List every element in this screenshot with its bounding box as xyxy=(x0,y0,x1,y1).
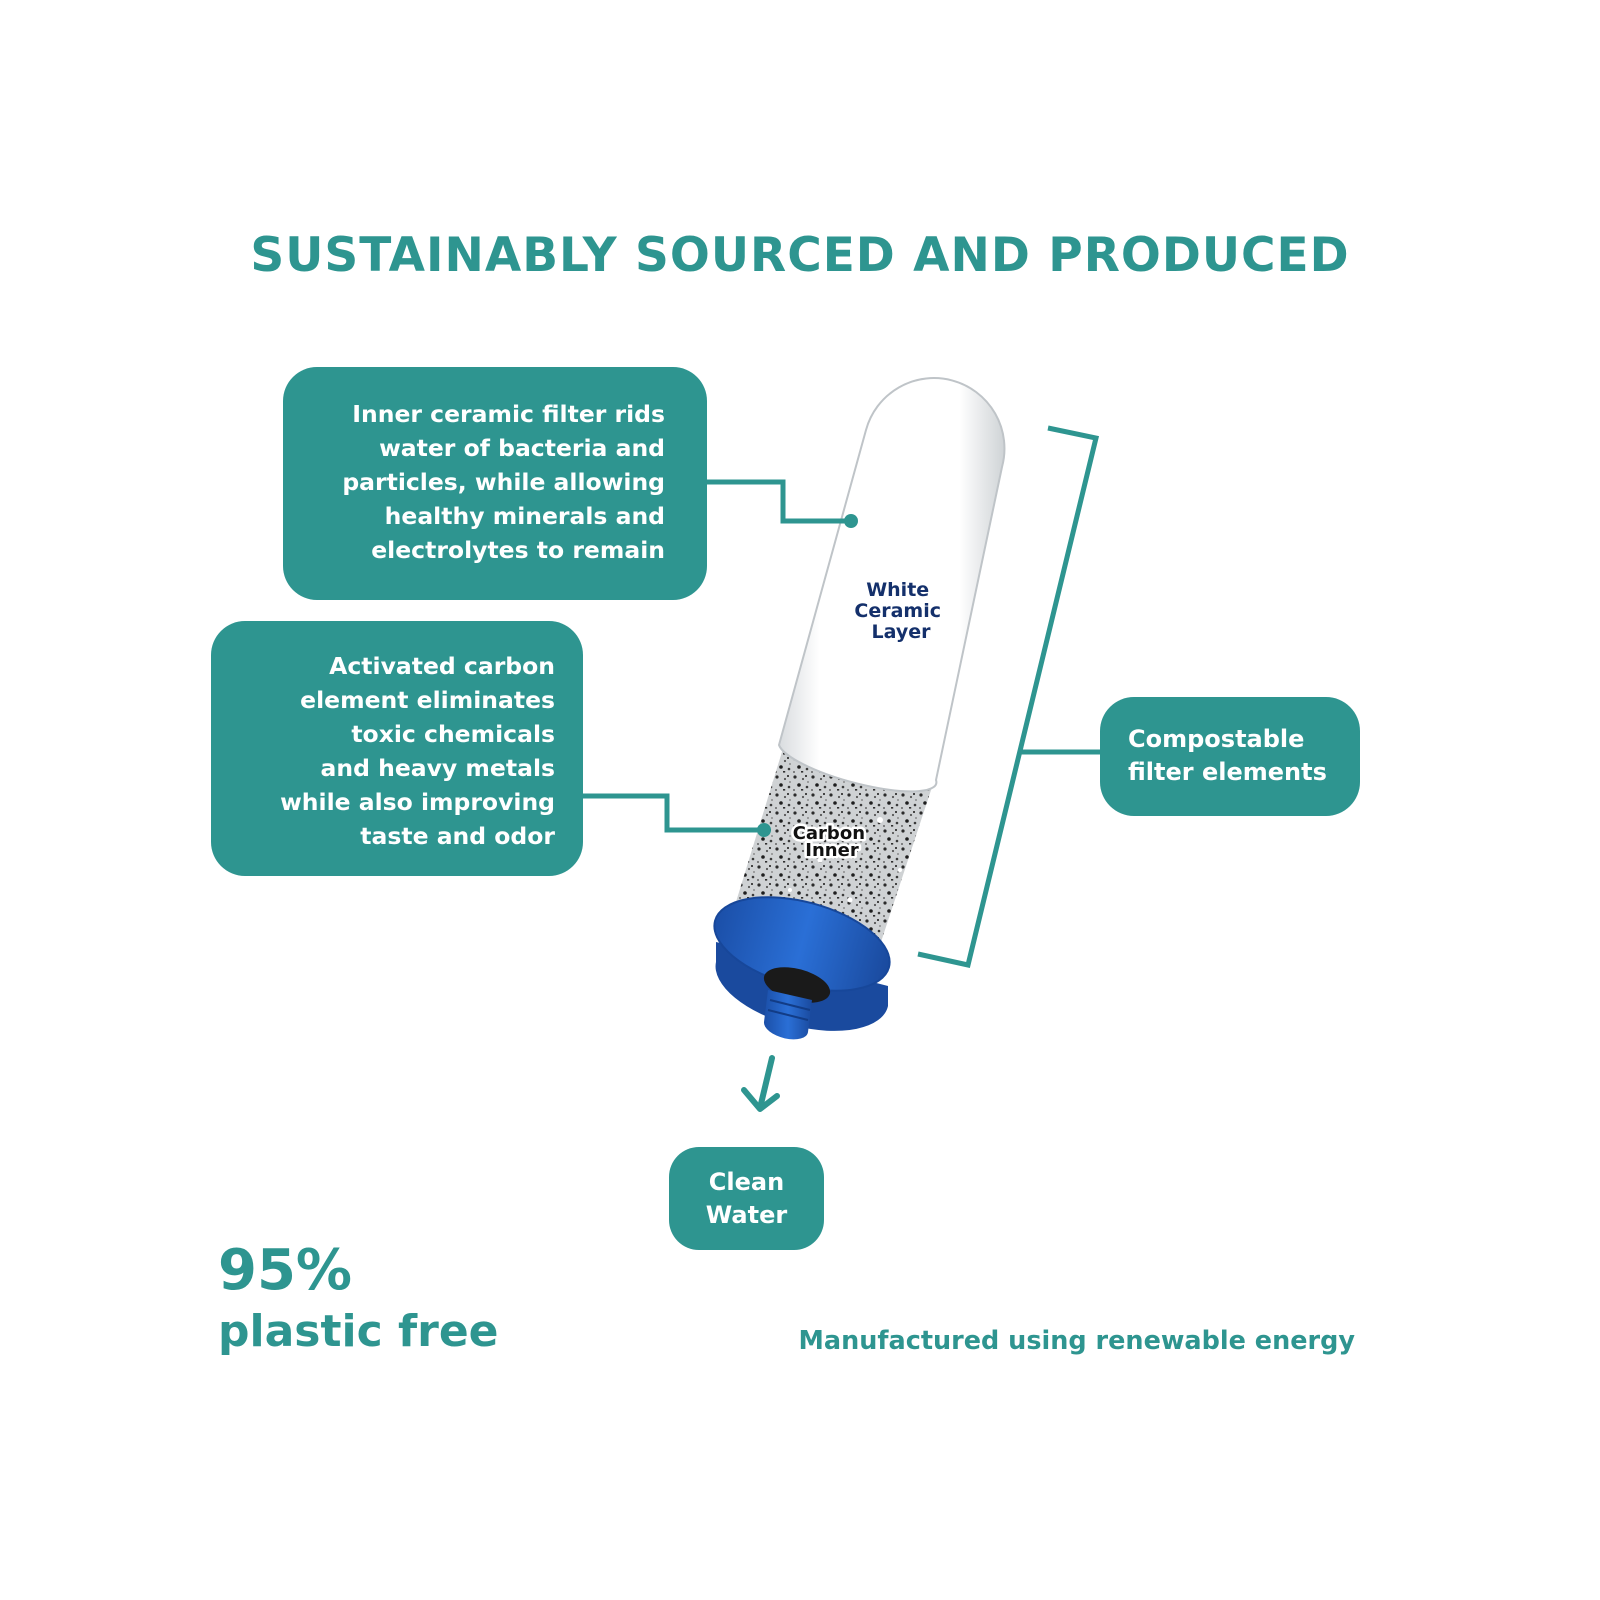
arrow-down-icon xyxy=(741,1055,780,1112)
carbon-element-callout: Activated carbon element eliminates toxi… xyxy=(211,621,583,876)
carbon-label-line: Carbon xyxy=(793,823,865,844)
carbon-label-halo-line: Carbon xyxy=(793,823,865,844)
callout-line: water of bacteria and xyxy=(379,434,665,462)
callout-line: Compostable xyxy=(1128,725,1305,753)
renewable-energy-note: Manufactured using renewable energy xyxy=(798,1326,1355,1356)
callout-line: Water xyxy=(705,1201,788,1229)
ceramic-connector xyxy=(707,479,850,524)
ceramic-layer xyxy=(777,377,1006,793)
page-title: SUSTAINABLY SOURCED AND PRODUCED xyxy=(250,228,1350,283)
callout-line: element eliminates xyxy=(300,686,555,714)
callout-line: Clean xyxy=(708,1168,785,1196)
callout-line: taste and odor xyxy=(360,822,555,850)
filter-base-cap xyxy=(713,896,891,1040)
callout-line: toxic chemicals xyxy=(351,720,555,748)
ceramic-label-line: Ceramic xyxy=(854,600,941,622)
callout-line: and heavy metals xyxy=(320,754,556,782)
callout-line: filter elements xyxy=(1128,758,1327,786)
plastic-free-percentage: 95% xyxy=(218,1238,353,1303)
callout-line: Inner ceramic filter rids xyxy=(352,400,665,428)
callout-line: Activated carbon xyxy=(329,652,555,680)
callout-line: healthy minerals and xyxy=(384,502,665,530)
ceramic-label-line: White xyxy=(866,579,929,601)
callout-line: particles, while allowing xyxy=(342,468,665,496)
ceramic-filter-callout: Inner ceramic filter rids water of bacte… xyxy=(283,367,707,600)
ceramic-label: White Ceramic Layer xyxy=(854,579,947,643)
ceramic-connector-dot xyxy=(844,514,858,528)
clean-water-callout: Clean Water xyxy=(669,1147,824,1250)
carbon-label: Carbon Inner xyxy=(793,823,872,861)
compostable-bracket xyxy=(917,425,1100,968)
carbon-label-line: Inner xyxy=(805,840,859,861)
callout-line: while also improving xyxy=(280,788,555,816)
carbon-label-halo-line: Inner xyxy=(805,840,859,861)
callout-line: electrolytes to remain xyxy=(371,536,665,564)
compostable-callout: Compostable filter elements xyxy=(1100,697,1360,816)
ceramic-label-line: Layer xyxy=(872,621,932,643)
carbon-connector xyxy=(583,793,762,833)
carbon-connector-dot xyxy=(757,823,771,837)
carbon-label-halo: Carbon Inner xyxy=(793,823,872,861)
plastic-free-label: plastic free xyxy=(218,1306,499,1357)
